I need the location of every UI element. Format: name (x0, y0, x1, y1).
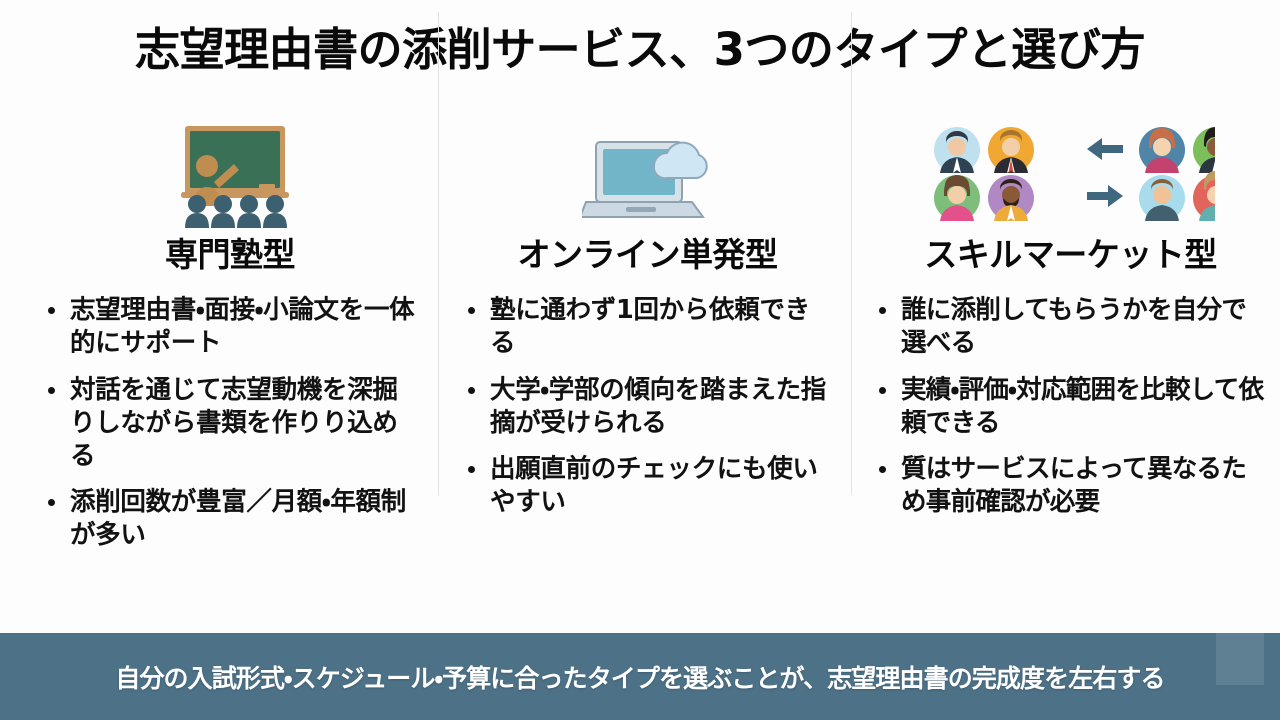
footer-banner: 自分の入試形式・スケジュール・予算に合ったタイプを選ぶことが、志望理由書の完成度… (0, 633, 1280, 720)
column-specialized-school: 専門塾型 志望理由書・面接・小論文を一体的にサポート 対話を通じて志望動機を深掘… (0, 113, 438, 618)
list-item: 塾に通わず1回から依頼できる (464, 294, 831, 360)
cloud-shape (652, 141, 708, 180)
column-heading: オンライン単発型 (517, 235, 779, 274)
avatar (1138, 127, 1185, 173)
page-title: 志望理由書の添削サービス、3つのタイプと選び方 (135, 23, 1145, 76)
avatar (987, 127, 1034, 173)
column-divider-2 (851, 12, 852, 495)
list-item: 対話を通じて志望動機を深掘りしながら書類を作りり込める (44, 374, 416, 473)
footer-message: 自分の入試形式・スケジュール・予算に合ったタイプを選ぶことが、志望理由書の完成度… (115, 663, 1165, 693)
list-item: 出願直前のチェックにも使いやすい (464, 453, 831, 519)
arrow-left-icon (1086, 138, 1123, 160)
avatar (933, 175, 980, 221)
list-item: 大学・学部の傾向を踏まえた指摘が受けられる (464, 374, 831, 440)
footer-highlight-artifact (1216, 633, 1264, 685)
column-icon-wrap (464, 113, 831, 235)
feature-list: 誰に添削してもらうかを自分で選べる 実績・評価・対応範囲を比較して依頼できる 質… (875, 294, 1266, 519)
avatar (1138, 175, 1185, 221)
column-online-single: オンライン単発型 塾に通わず1回から依頼できる 大学・学部の傾向を踏まえた指摘が… (438, 113, 851, 618)
people-exchange-icon (933, 127, 1215, 221)
list-item: 添削回数が豊富／月額・年額制が多い (44, 486, 416, 552)
column-icon-wrap (44, 113, 416, 235)
list-item: 誰に添削してもらうかを自分で選べる (875, 294, 1266, 360)
classroom-blackboard-icon (181, 126, 289, 228)
column-icon-wrap (875, 113, 1266, 235)
column-skill-market: スキルマーケット型 誰に添削してもらうかを自分で選べる 実績・評価・対応範囲を比… (851, 113, 1280, 618)
avatar (1192, 171, 1215, 221)
arrow-right-icon (1086, 185, 1123, 207)
columns-container: 専門塾型 志望理由書・面接・小論文を一体的にサポート 対話を通じて志望動機を深掘… (0, 113, 1280, 618)
feature-list: 塾に通わず1回から依頼できる 大学・学部の傾向を踏まえた指摘が受けられる 出願直… (464, 294, 831, 519)
avatar (987, 175, 1034, 221)
list-item: 実績・評価・対応範囲を比較して依頼できる (875, 374, 1266, 440)
list-item: 質はサービスによって異なるため事前確認が必要 (875, 453, 1266, 519)
list-item: 志望理由書・面接・小論文を一体的にサポート (44, 294, 416, 360)
column-heading: スキルマーケット型 (924, 235, 1217, 274)
column-heading: 専門塾型 (165, 235, 296, 274)
avatar (933, 127, 980, 173)
column-divider-1 (438, 12, 439, 495)
feature-list: 志望理由書・面接・小論文を一体的にサポート 対話を通じて志望動機を深掘りしながら… (44, 294, 416, 552)
laptop-cloud-icon (581, 141, 708, 218)
avatar (1192, 127, 1215, 173)
